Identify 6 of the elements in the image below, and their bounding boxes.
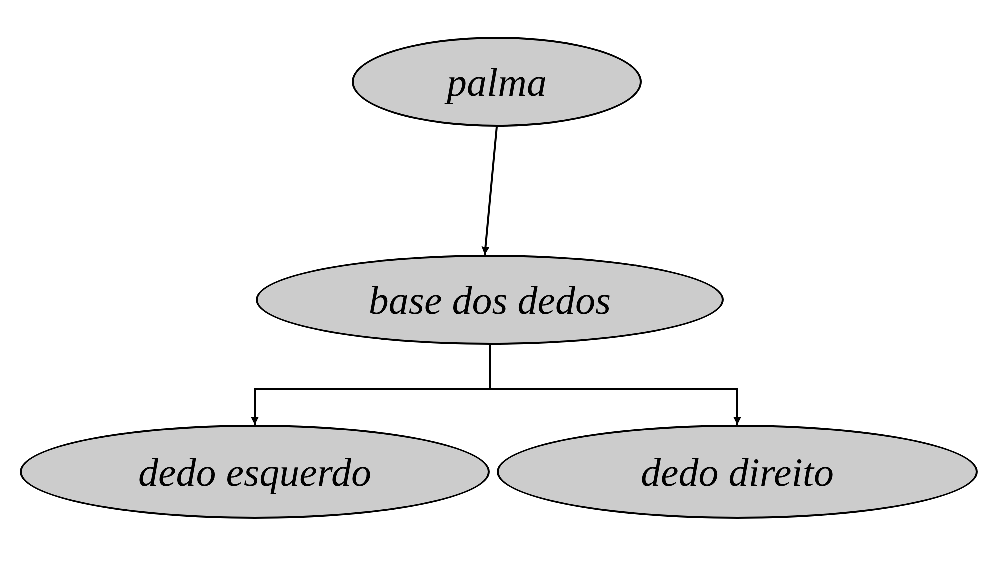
node-label: dedo direito <box>641 448 834 496</box>
node-label: dedo esquerdo <box>138 448 372 496</box>
arrow <box>482 126 498 256</box>
arrow <box>489 345 742 425</box>
node-label: base dos dedos <box>368 276 612 324</box>
node-label: palma <box>447 58 547 106</box>
